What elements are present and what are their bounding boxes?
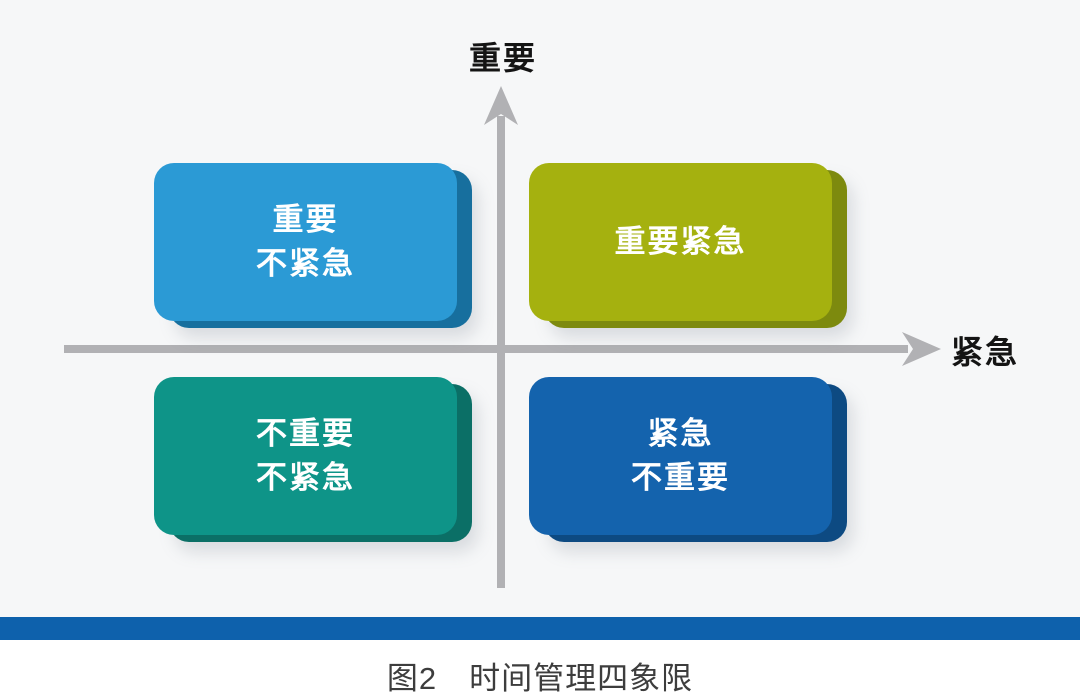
quadrant-label-line: 不紧急 bbox=[256, 460, 355, 495]
quadrant-face: 紧急 不重要 bbox=[529, 377, 832, 535]
quadrant-label-line: 重要紧急 bbox=[614, 223, 747, 259]
quadrant-label-line: 不紧急 bbox=[256, 246, 355, 281]
separator-bar bbox=[0, 617, 1080, 640]
quadrant-label-line: 重要 bbox=[272, 201, 339, 237]
quadrant-face: 重要 不紧急 bbox=[154, 163, 457, 321]
quadrant-urgent-not-important: 紧急 不重要 bbox=[529, 377, 847, 542]
axes bbox=[64, 86, 941, 588]
quadrant-face: 不重要 不紧急 bbox=[154, 377, 457, 535]
quadrant-label-line: 不重要 bbox=[256, 415, 355, 451]
right-arrow-icon bbox=[902, 332, 941, 366]
quadrant-important-urgent: 重要紧急 bbox=[529, 163, 847, 328]
quadrant-face: 重要紧急 bbox=[529, 163, 832, 321]
quadrant-label-line: 不重要 bbox=[631, 460, 730, 495]
quadrant-not-important-not-urgent: 不重要 不紧急 bbox=[154, 377, 472, 542]
quadrant-label-line: 紧急 bbox=[647, 415, 714, 451]
quadrant-diagram: 重要 紧急 重要 不紧急 重要紧急 不重要 不紧急 紧急 bbox=[64, 40, 1020, 588]
x-axis-label: 紧急 bbox=[951, 334, 1020, 370]
figure-caption: 图2 时间管理四象限 bbox=[386, 661, 694, 696]
quadrant-important-not-urgent: 重要 不紧急 bbox=[154, 163, 472, 328]
y-axis-label: 重要 bbox=[469, 40, 538, 76]
up-arrow-icon bbox=[484, 86, 518, 125]
